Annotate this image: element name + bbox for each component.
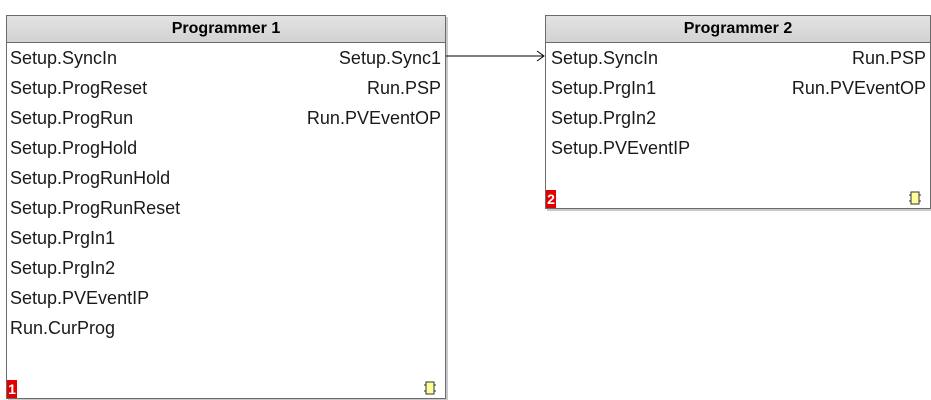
- output-pin[interactable]: Run.PVEventOP: [306, 108, 441, 128]
- input-pin[interactable]: Setup.ProgRunReset: [10, 198, 181, 218]
- input-pin[interactable]: Setup.PrgIn1: [10, 228, 116, 248]
- function-block-chip-icon[interactable]: [908, 191, 922, 205]
- block-number-badge: 1: [7, 380, 17, 398]
- input-pin[interactable]: Setup.ProgReset: [10, 78, 148, 98]
- pin-row: Setup.PrgIn1: [7, 223, 445, 253]
- input-pin[interactable]: Setup.ProgHold: [10, 138, 138, 158]
- block-number-badge: 2: [546, 190, 556, 208]
- block-title: Programmer 1: [7, 16, 445, 43]
- pin-row: Setup.PrgIn2: [7, 253, 445, 283]
- input-pin[interactable]: Setup.PrgIn2: [10, 258, 116, 278]
- input-pin[interactable]: Setup.ProgRunHold: [10, 168, 171, 188]
- pin-row: Setup.PrgIn1 Run.PVEventOP: [546, 73, 930, 103]
- output-pin[interactable]: Run.PSP: [366, 78, 441, 98]
- output-pin[interactable]: Run.PVEventOP: [791, 78, 926, 98]
- output-pin[interactable]: Setup.Sync1: [338, 48, 441, 68]
- input-pin[interactable]: Setup.PVEventIP: [551, 138, 691, 158]
- input-pin[interactable]: Setup.ProgRun: [10, 108, 134, 128]
- pin-row: Setup.PVEventIP: [7, 283, 445, 313]
- input-pin[interactable]: Setup.PrgIn2: [551, 108, 657, 128]
- output-pin[interactable]: Run.PSP: [851, 48, 926, 68]
- input-pin[interactable]: Setup.PrgIn1: [551, 78, 657, 98]
- pin-row: Setup.SyncIn Setup.Sync1: [7, 43, 445, 73]
- input-pin[interactable]: Setup.PVEventIP: [10, 288, 150, 308]
- pin-row: Setup.ProgRunHold: [7, 163, 445, 193]
- input-pin[interactable]: Setup.SyncIn: [10, 48, 118, 68]
- input-pin[interactable]: Run.CurProg: [10, 318, 116, 338]
- pin-row: Run.CurProg: [7, 313, 445, 343]
- input-pin[interactable]: Setup.SyncIn: [551, 48, 659, 68]
- pin-row: Setup.SyncIn Run.PSP: [546, 43, 930, 73]
- pin-row: Setup.ProgHold: [7, 133, 445, 163]
- block-title: Programmer 2: [546, 16, 930, 43]
- pin-row: Setup.ProgRunReset: [7, 193, 445, 223]
- pin-row: Setup.ProgRun Run.PVEventOP: [7, 103, 445, 133]
- function-block-chip-icon[interactable]: [423, 381, 437, 395]
- pin-row: Setup.ProgReset Run.PSP: [7, 73, 445, 103]
- pin-row: Setup.PrgIn2: [546, 103, 930, 133]
- function-block-programmer-1[interactable]: Programmer 1 Setup.SyncIn Setup.Sync1 Se…: [6, 15, 446, 399]
- function-block-programmer-2[interactable]: Programmer 2 Setup.SyncIn Run.PSP Setup.…: [545, 15, 931, 209]
- pin-row: Setup.PVEventIP: [546, 133, 930, 163]
